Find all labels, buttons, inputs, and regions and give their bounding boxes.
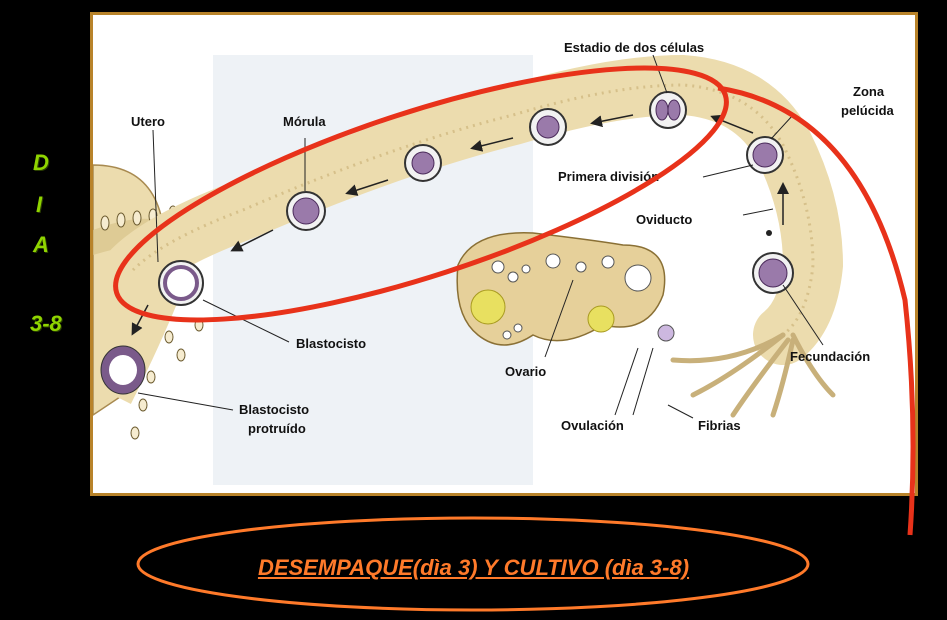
side-letter-a: A	[33, 232, 49, 258]
label-fibrias: Fibrias	[698, 418, 741, 433]
label-blastocisto: Blastocisto	[296, 336, 366, 351]
embryo-8-cell	[405, 145, 441, 181]
label-morula: Mórula	[283, 114, 326, 129]
side-letter-i: I	[36, 192, 42, 218]
embryo-first-division	[747, 137, 783, 173]
caption-text: DESEMPAQUE(dìa 3) Y CULTIVO (dìa 3-8)	[0, 555, 947, 581]
label-fecundacion: Fecundación	[790, 349, 870, 364]
label-zona-line1: Zona	[853, 84, 884, 99]
reproductive-tract-illustration: Estadio de dos células Zona pelúcida Ute…	[90, 12, 918, 496]
embryo-2-cell	[650, 92, 686, 128]
embryo-blastocyst	[159, 261, 203, 305]
diagram-drawing	[93, 15, 918, 496]
side-day-range: 3-8	[30, 311, 62, 337]
label-ovario: Ovario	[505, 364, 546, 379]
embryo-4-cell	[530, 109, 566, 145]
embryo-morula	[287, 192, 325, 230]
side-letter-d: D	[33, 150, 49, 176]
label-utero: Utero	[131, 114, 165, 129]
ovulated-egg	[658, 325, 674, 341]
label-primera-division: Primera división	[558, 169, 659, 184]
label-estadio-dos-celulas: Estadio de dos células	[564, 40, 704, 55]
label-oviducto: Oviducto	[636, 212, 692, 227]
label-ovulacion: Ovulación	[561, 418, 624, 433]
protruding-blastocyst-cavity	[109, 355, 137, 385]
label-zona-line2: pelúcida	[841, 103, 894, 118]
label-blastocisto-protruido-line1: Blastocisto	[239, 402, 309, 417]
label-blastocisto-protruido-line2: protruído	[248, 421, 306, 436]
